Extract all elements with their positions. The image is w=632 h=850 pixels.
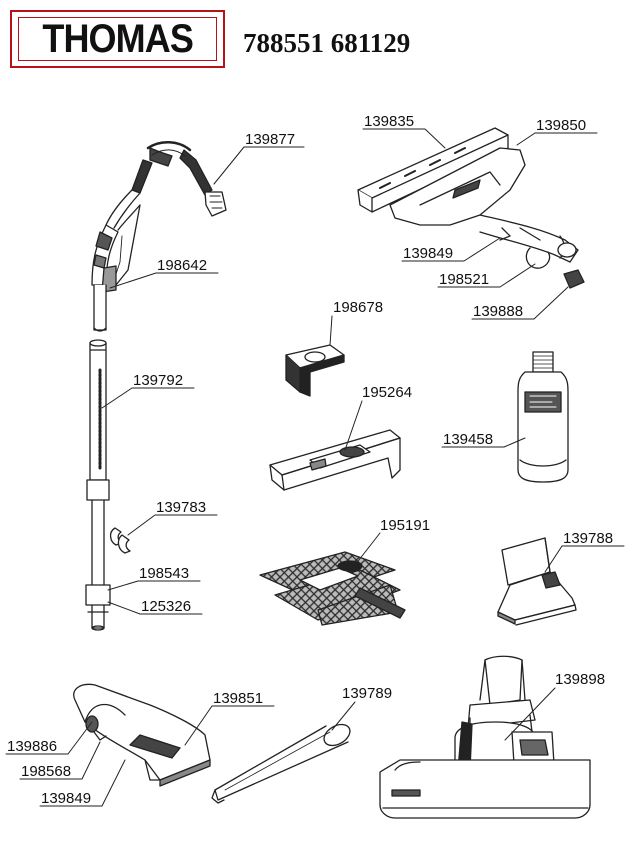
leader-139792 [101,387,195,409]
filter-holder-illustration [285,344,345,397]
leader-139783 [127,514,218,536]
brand-logo: THOMAS [10,10,225,68]
part-label-139886: 139886 [7,738,57,755]
part-label-198568: 198568 [21,763,71,780]
leader-139849a [401,237,501,262]
part-label-198642: 198642 [157,257,207,274]
leader-195264 [344,400,363,451]
leader-198678 [329,315,333,346]
crevice-tool-illustration [211,723,351,804]
floor-nozzle-illustration [379,655,591,819]
leader-139849b [39,759,126,807]
leader-139458 [441,437,526,448]
leader-lines [5,128,625,807]
leader-139851 [184,705,275,746]
filter-frame-illustration [269,429,401,491]
part-label-198543: 198543 [139,565,189,582]
telescopic-tube-illustration [85,339,111,631]
hose-handle-illustration [91,141,227,332]
leader-198642 [109,272,219,289]
part-label-139850: 139850 [536,117,586,134]
part-label-139849-upper: 139849 [403,245,453,262]
part-label-139849-lower: 139849 [41,790,91,807]
part-label-139792: 139792 [133,372,183,389]
part-label-139835: 139835 [364,113,414,130]
part-label-139783: 139783 [156,499,206,516]
leader-139898 [504,687,556,741]
model-numbers: 788551 681129 [243,28,411,58]
brand-logo-text: THOMAS [42,16,193,61]
part-label-139788: 139788 [563,530,613,547]
leader-198543 [107,580,201,591]
leader-139835 [362,128,446,149]
clip-illustration [109,527,131,554]
leader-139789 [331,701,356,731]
leader-125326 [107,601,203,615]
part-label-198521: 198521 [439,271,489,288]
leader-195191 [354,532,381,566]
part-label-195264: 195264 [362,384,412,401]
part-label-198678: 198678 [333,299,383,316]
part-label-139458: 139458 [443,431,493,448]
leader-139850 [516,132,598,146]
cleaning-bottle-illustration [517,351,569,483]
part-label-139851: 139851 [213,690,263,707]
leader-139886 [5,721,93,755]
wide-upholstery-nozzle-illustration [73,683,211,787]
part-label-195191: 195191 [380,517,430,534]
crevice-brush-illustration [497,537,577,626]
brand-logo-frame: THOMAS [18,17,217,61]
part-label-139888: 139888 [473,303,523,320]
filter-mesh-illustration [259,551,406,626]
upholstery-nozzle-illustration [357,127,585,289]
part-label-139789: 139789 [342,685,392,702]
part-label-125326: 125326 [141,598,191,615]
part-label-139898: 139898 [555,671,605,688]
leader-198568 [19,741,101,780]
leader-198521 [437,263,536,288]
leader-139877 [213,146,305,185]
part-label-139877: 139877 [245,131,295,148]
leader-139888 [471,286,569,320]
leader-139788 [544,545,625,573]
